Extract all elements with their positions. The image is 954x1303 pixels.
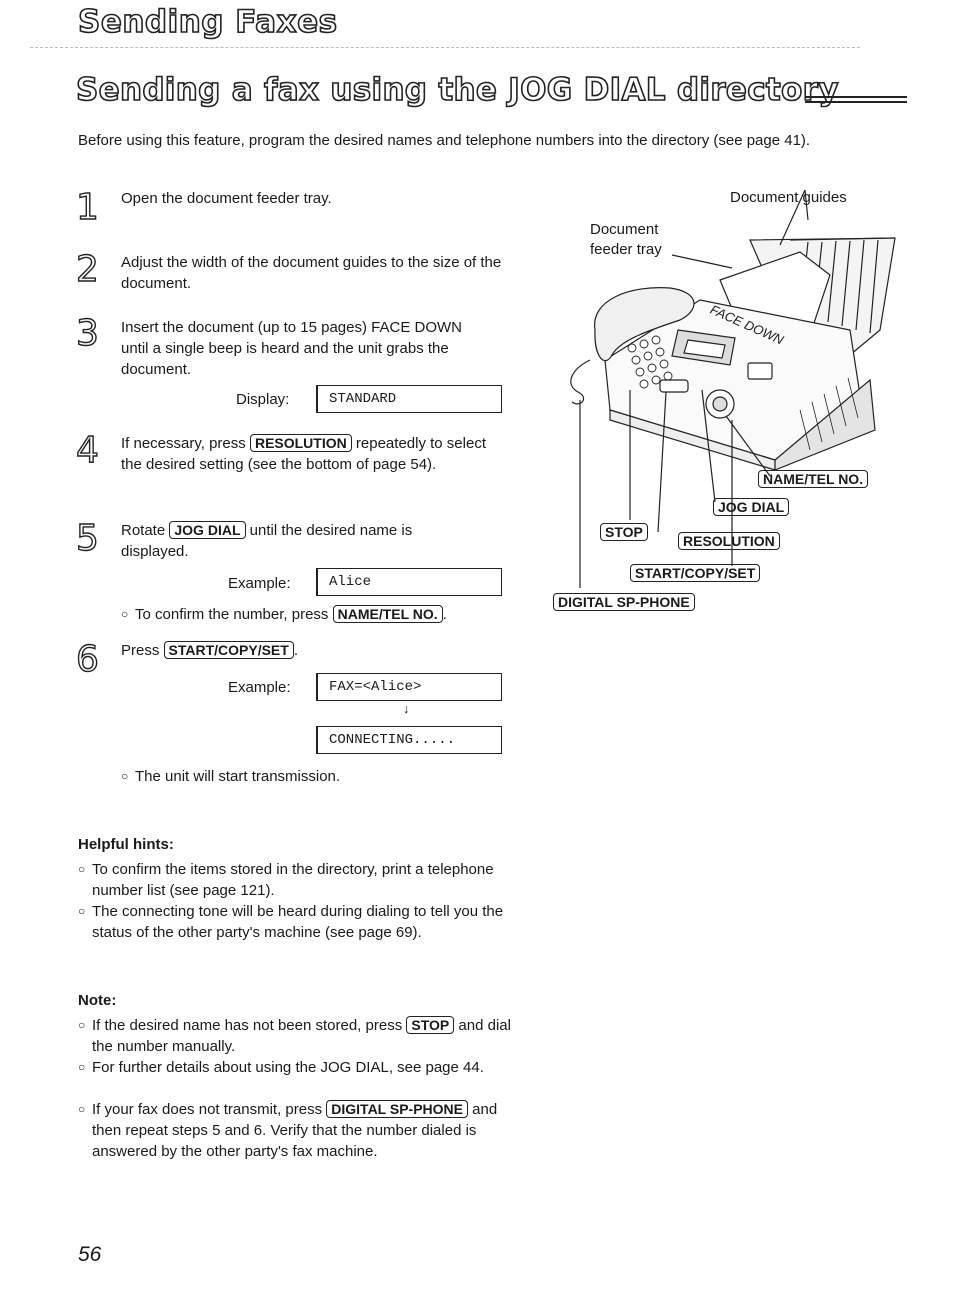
start-copy-set-key: START/COPY/SET xyxy=(630,564,761,582)
bullet-text: . xyxy=(442,606,447,623)
step-text: Insert the document (up to 15 pages) FAC… xyxy=(121,319,462,378)
list-item: ○ The unit will start transmission. xyxy=(121,766,521,787)
page-number: 56 xyxy=(78,1243,102,1266)
page-heading: Sending a fax using the JOG DIAL directo… xyxy=(75,71,839,109)
heading-rule xyxy=(805,101,907,103)
step-number: 6 xyxy=(75,639,99,680)
step-text-part: If necessary, press xyxy=(121,435,246,452)
step-text-part: Press xyxy=(121,642,160,659)
jog-dial-key: JOG DIAL xyxy=(713,498,790,516)
bullet-text: If the desired name has not been stored,… xyxy=(92,1017,403,1034)
bullet-icon: ○ xyxy=(78,1060,86,1074)
resolution-key: RESOLUTION xyxy=(678,532,780,550)
display-label: Display: xyxy=(236,391,290,408)
bullet-icon: ○ xyxy=(121,769,129,783)
document-guides-label: Document guides xyxy=(730,189,847,206)
stop-key: STOP xyxy=(600,523,648,541)
feeder-tray-label-line2: feeder tray xyxy=(590,241,662,258)
note-title: Note: xyxy=(78,992,117,1009)
list-item: ○ To confirm the number, press NAME/TEL … xyxy=(121,604,521,625)
step-number: 5 xyxy=(75,518,99,559)
fax-machine-illustration xyxy=(570,189,896,588)
example-label: Example: xyxy=(228,575,291,592)
step-number: 4 xyxy=(75,430,99,471)
step-text: Rotate JOG DIAL until the desired name i… xyxy=(121,520,481,562)
feeder-tray-label-line1: Document xyxy=(590,221,659,238)
lcd-display: Alice xyxy=(316,568,502,596)
step-number: 2 xyxy=(75,249,99,290)
step-number: 3 xyxy=(75,313,99,354)
helpful-hints-title: Helpful hints: xyxy=(78,836,174,853)
stop-key: STOP xyxy=(406,1016,455,1034)
step-text: Open the document feeder tray. xyxy=(121,190,332,207)
resolution-key: RESOLUTION xyxy=(249,434,352,452)
example-label: Example: xyxy=(228,679,291,696)
heading-rule xyxy=(805,96,907,98)
bullet-text: and dial the number manually. xyxy=(92,1017,511,1055)
bullet-icon: ○ xyxy=(78,1018,86,1032)
jog-dial-key: JOG DIAL xyxy=(169,521,246,539)
name-tel-key: NAME/TEL NO. xyxy=(758,470,869,488)
step-text-part: repeatedly to select the desired setting… xyxy=(121,435,486,473)
lcd-display: STANDARD xyxy=(316,385,502,413)
bullet-text: The connecting tone will be heard during… xyxy=(92,903,504,941)
section-divider xyxy=(30,47,860,48)
bullet-text: To confirm the number, press xyxy=(135,606,329,623)
bullet-icon: ○ xyxy=(121,607,129,621)
step-number: 1 xyxy=(75,187,99,228)
digital-sp-phone-key: DIGITAL SP-PHONE xyxy=(326,1100,468,1118)
digital-sp-phone-key: DIGITAL SP-PHONE xyxy=(553,593,695,611)
lcd-display: CONNECTING..... xyxy=(316,726,502,754)
lcd-display: FAX=<Alice> xyxy=(316,673,502,701)
intro-text: Before using this feature, program the d… xyxy=(78,132,811,149)
bullet-text: If your fax does not transmit, press xyxy=(92,1101,323,1118)
list-item: ○ The connecting tone will be heard duri… xyxy=(78,901,508,943)
step-text-part: until the desired name is displayed. xyxy=(121,522,413,560)
section-title: Sending Faxes xyxy=(77,3,338,41)
step-text-part: Rotate xyxy=(121,522,166,539)
list-item: ○ For further details about using the JO… xyxy=(78,1057,498,1078)
step-text: Adjust the width of the document guides … xyxy=(121,254,502,292)
bullet-icon: ○ xyxy=(78,904,86,918)
down-arrow-icon: ↓ xyxy=(403,701,410,716)
bullet-icon: ○ xyxy=(78,1102,86,1116)
name-tel-key: NAME/TEL NO. xyxy=(332,605,443,623)
step-text: Press START/COPY/SET. xyxy=(121,640,511,661)
start-copy-set-key: START/COPY/SET xyxy=(163,641,294,659)
step-text: If necessary, press RESOLUTION repeatedl… xyxy=(121,433,506,475)
list-item: ○ If your fax does not transmit, press D… xyxy=(78,1099,518,1162)
bullet-text: and then repeat steps 5 and 6. Verify th… xyxy=(92,1101,498,1160)
step-text-part: . xyxy=(293,642,298,659)
bullet-text: For further details about using the JOG … xyxy=(92,1059,484,1076)
bullet-text: To confirm the items stored in the direc… xyxy=(92,861,494,899)
list-item: ○ If the desired name has not been store… xyxy=(78,1015,518,1057)
list-item: ○ To confirm the items stored in the dir… xyxy=(78,859,508,901)
fax-machine-figure: Document guides Document feeder tray FAC… xyxy=(550,180,910,620)
bullet-text: The unit will start transmission. xyxy=(135,768,341,785)
bullet-icon: ○ xyxy=(78,862,86,876)
